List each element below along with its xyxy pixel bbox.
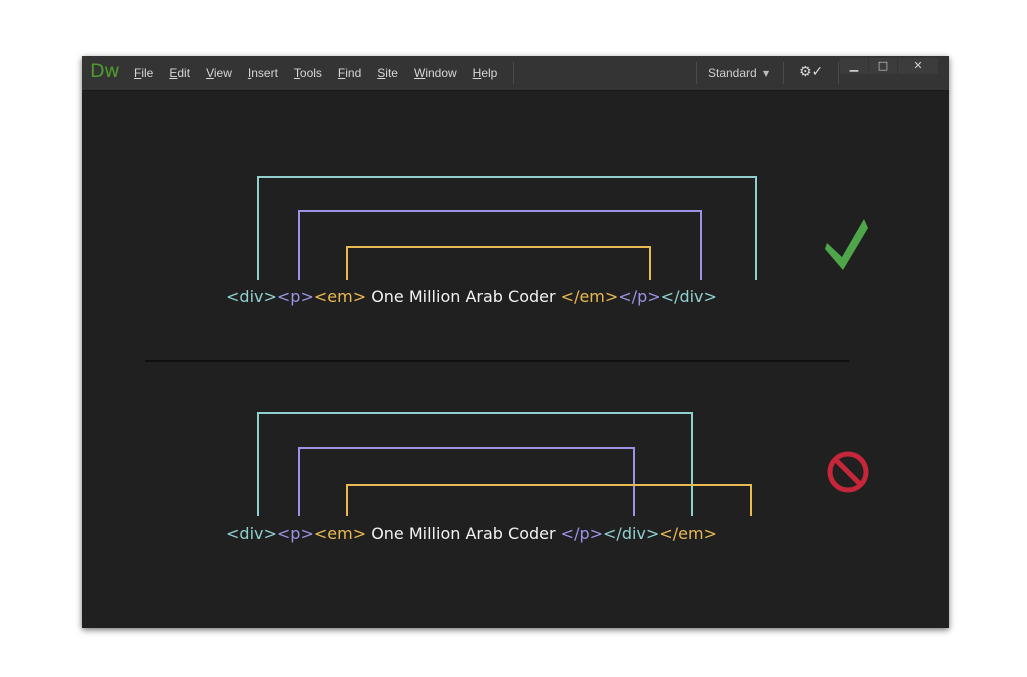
nesting-diagram: <div><p><em> One Million Arab Coder </em… [145,176,869,543]
wrong-code-line: <div><p><em> One Million Arab Coder </p>… [226,524,717,543]
menu-insert[interactable]: Insert [247,66,278,80]
toolbar-separator [838,62,839,84]
workspace-switcher[interactable]: Standard [708,66,757,80]
menu-site[interactable]: Site [377,66,398,80]
no-icon [827,451,869,493]
code-tag-div: <div> [226,524,277,543]
menu-separator [513,62,514,84]
menu-find[interactable]: Find [337,66,362,80]
chevron-down-icon[interactable]: ▼ [763,69,770,78]
title-bar: Dw File Edit View Insert Tools Find Site… [82,56,949,91]
menu-tools[interactable]: Tools [293,66,322,80]
code-tag-em: </em> [659,524,717,543]
code-tag-p: <p> [277,287,314,306]
correct-code-line: <div><p><em> One Million Arab Coder </em… [226,287,717,306]
code-text: One Million Arab Coder [366,524,561,543]
div-bracket [257,412,693,516]
menu-edit[interactable]: Edit [169,66,191,80]
em-bracket [346,246,651,280]
code-tag-em: <em> [314,287,366,306]
em-bracket [346,484,752,516]
toolbar-separator [696,62,697,84]
check-icon [825,219,868,270]
code-tag-div: </div> [603,524,659,543]
toolbar-separator [783,62,784,84]
menu-help[interactable]: Help [472,66,498,80]
code-tag-em: <em> [314,524,366,543]
p-bracket [298,210,702,280]
maximize-icon[interactable]: □ [869,58,897,74]
code-tag-p: </p> [618,287,660,306]
menu-view[interactable]: View [206,66,232,80]
code-tag-div: </div> [661,287,717,306]
code-tag-p: <p> [277,524,314,543]
div-bracket [257,176,757,280]
minimize-icon[interactable]: ▁ [840,58,868,74]
code-tag-div: <div> [226,287,277,306]
menu-file[interactable]: File [134,66,154,80]
sync-settings-icon[interactable]: ⚙✓ [799,64,824,80]
menu-bar: File Edit View Insert Tools Find Site Wi… [134,66,513,80]
close-icon[interactable]: ✕ [898,58,938,74]
code-tag-p: </p> [561,524,603,543]
code-text: One Million Arab Coder [366,287,561,306]
dreamweaver-window: Dw File Edit View Insert Tools Find Site… [82,56,949,628]
p-bracket [298,447,635,516]
menu-window[interactable]: Window [413,66,457,80]
dreamweaver-logo: Dw [90,60,120,82]
code-tag-em: </em> [561,287,619,306]
